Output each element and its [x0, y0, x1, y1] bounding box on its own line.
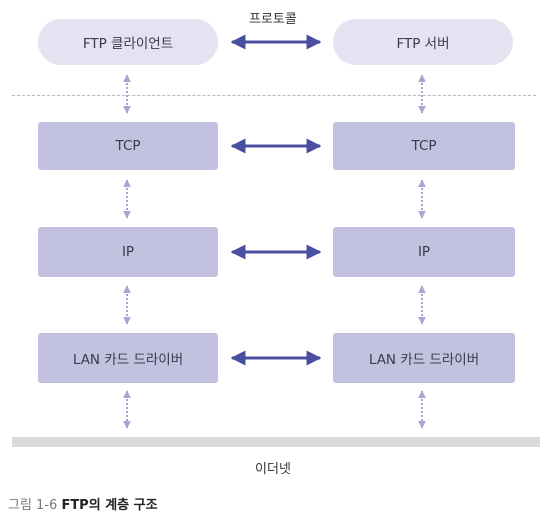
client-lan-driver-box: LAN 카드 드라이버	[38, 333, 218, 383]
figure-caption: 그림 1-6 FTP의 계층 구조	[8, 494, 158, 513]
client-ip-box: IP	[38, 227, 218, 277]
ethernet-bar	[12, 437, 540, 447]
figure-title: FTP의 계층 구조	[61, 498, 158, 513]
figure-number: 그림 1-6	[8, 498, 58, 513]
layer-separator	[12, 95, 536, 96]
server-ip-box: IP	[333, 227, 515, 277]
server-lan-driver-box: LAN 카드 드라이버	[333, 333, 515, 383]
server-tcp-box: TCP	[333, 122, 515, 170]
ftp-client-box: FTP 클라이언트	[38, 19, 218, 65]
client-tcp-box: TCP	[38, 122, 218, 170]
ethernet-label: 이더넷	[255, 462, 291, 477]
protocol-label: 프로토콜	[249, 12, 297, 27]
ftp-server-box: FTP 서버	[333, 19, 513, 65]
